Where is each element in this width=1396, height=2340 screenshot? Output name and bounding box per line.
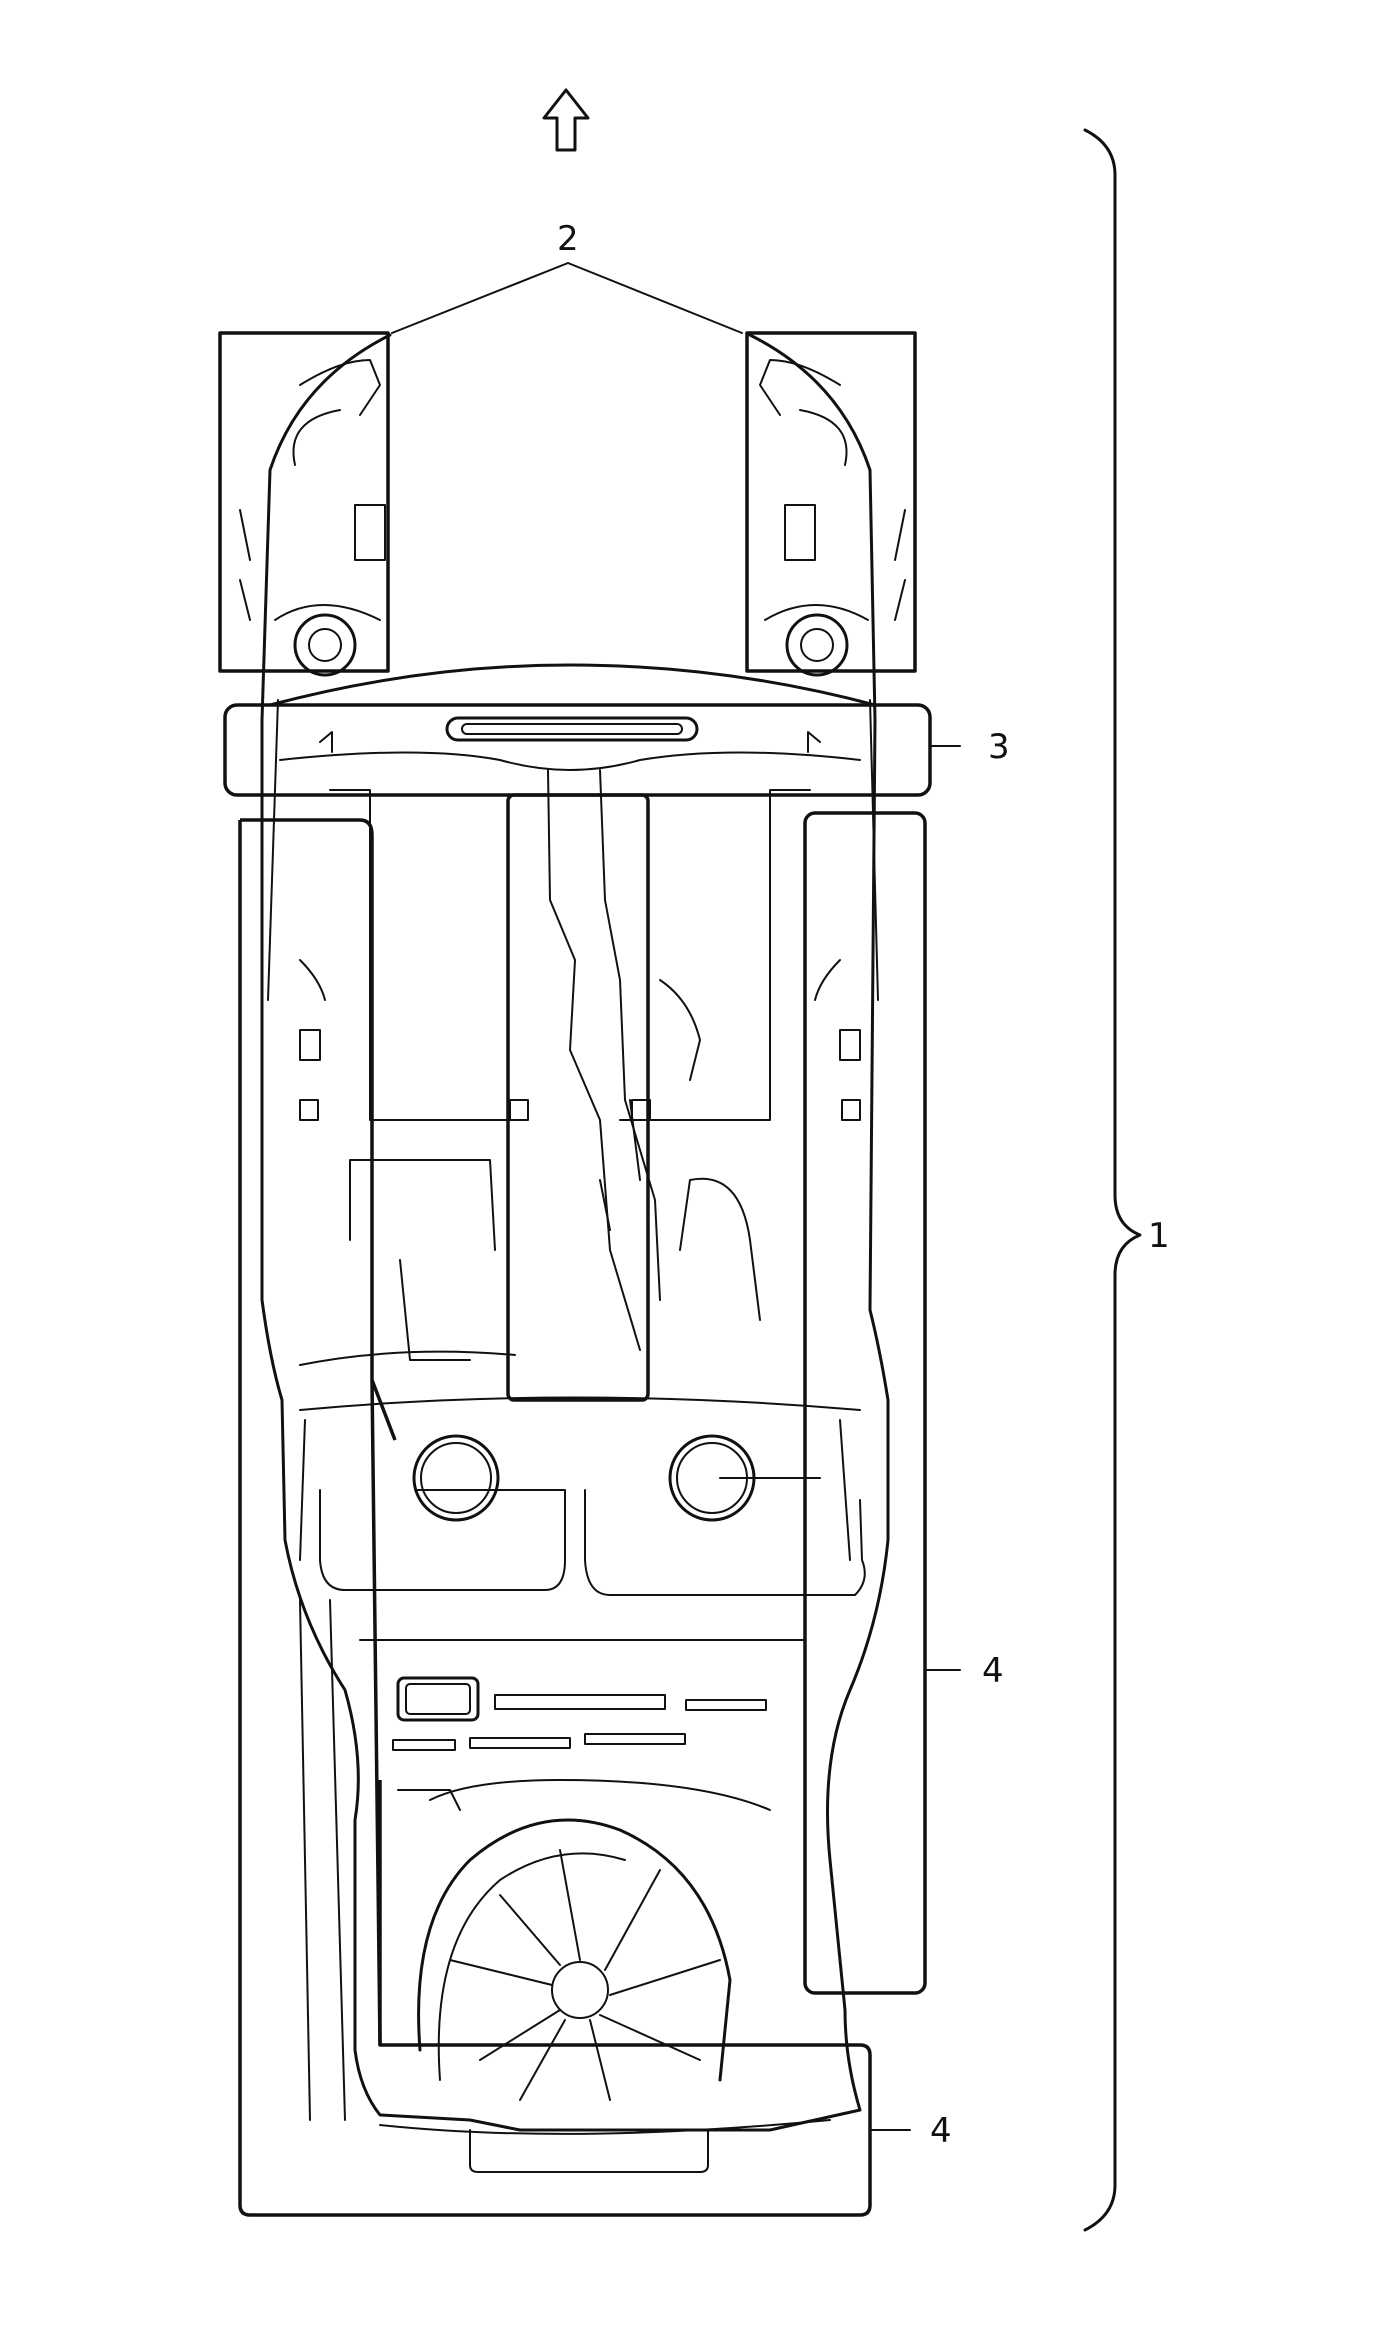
part-4-tunnel-box [506, 793, 650, 1402]
rear-right-wheel [668, 1434, 821, 1522]
callout-2: 2 [557, 219, 579, 259]
front-right-wheel [764, 604, 869, 677]
part-4-leaders [871, 1669, 961, 2131]
callout-1: 1 [1148, 1216, 1170, 1256]
up-arrow-icon [542, 88, 590, 152]
part-2-leaders [391, 262, 743, 334]
part-4-left-side-box [238, 818, 872, 2217]
rear-floor-pans [319, 1489, 866, 1641]
callout-4-rear: 4 [930, 2111, 952, 2151]
front-left-wheel [274, 604, 381, 677]
trunk-details [392, 1676, 771, 1811]
vehicle-body-outline [239, 333, 906, 2132]
rear-seat-area [299, 1159, 861, 1561]
front-seat-area [299, 789, 861, 1121]
rear-left-wheel [412, 1434, 500, 1522]
cowl-vent [319, 716, 821, 753]
part-2-right-box [745, 331, 917, 673]
center-tunnel [547, 769, 701, 1351]
callout-4-side: 4 [982, 1651, 1004, 1691]
rear-bumper-area [299, 1599, 831, 2173]
spare-wheel [417, 1818, 732, 2101]
part-4-right-side-box [803, 811, 927, 1995]
callout-3: 3 [988, 727, 1010, 767]
part-2-left-box [218, 331, 390, 673]
brace-part-1 [1083, 128, 1142, 2232]
